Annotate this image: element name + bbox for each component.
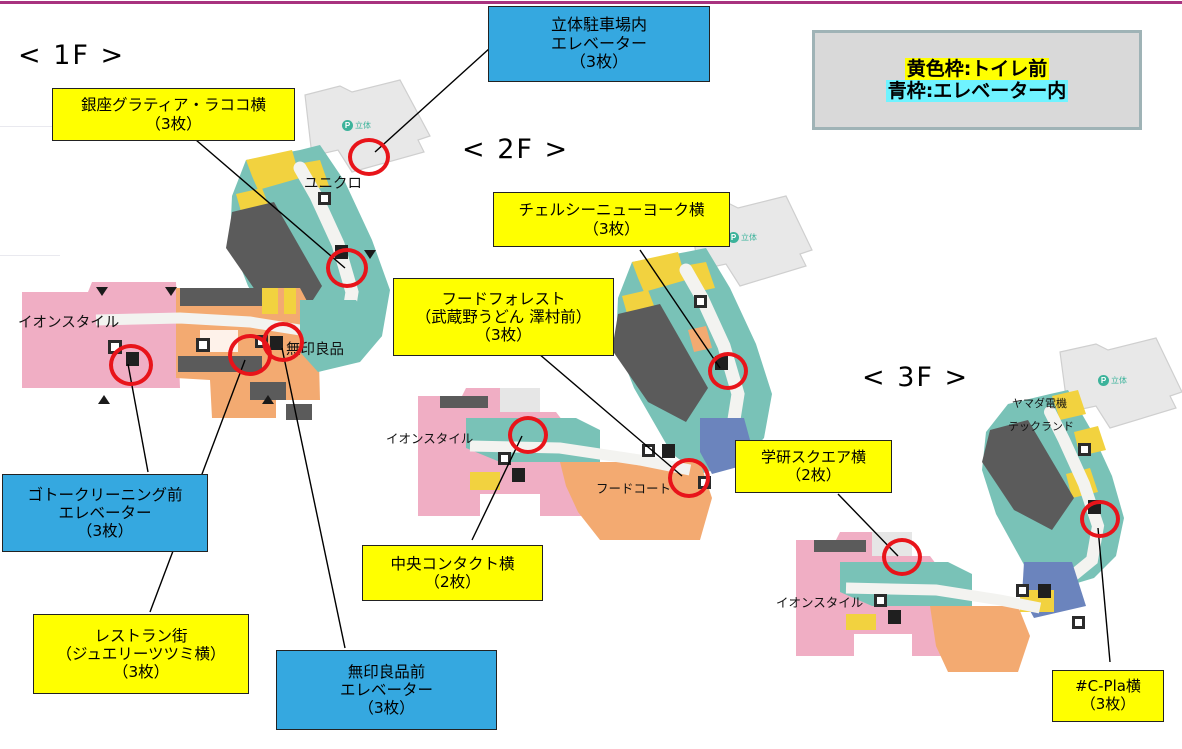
legend-blue-row: 青枠:エレベーター内 (885, 80, 1069, 103)
marker-chuo-contact-2f (508, 416, 548, 454)
floor-title-1f: < 1F > (18, 40, 126, 71)
parking-icon: P (342, 120, 353, 131)
parking-icon: P (728, 232, 739, 243)
callout-line: （2枚） (424, 573, 481, 591)
callout-line: 学研スクエア横 (760, 447, 866, 466)
parking-badge-2f: P 立体 (728, 232, 757, 243)
callout-food-forest[interactable]: フードフォレスト （武蔵野うどん 澤村前） （3枚） (393, 278, 614, 356)
callout-line: （3枚） (358, 699, 415, 718)
marker-parking-ev-1f (348, 138, 390, 176)
store-label-aeon-2f: イオンスタイル (386, 431, 474, 446)
callout-parking-ev[interactable]: 立体駐車場内 エレベーター （3枚） (488, 6, 710, 82)
callout-line: エレベーター (550, 33, 647, 53)
store-label-yamada-3f-line2: テックランド (1008, 420, 1074, 433)
marker-food-forest-2f (668, 458, 710, 498)
callout-line: （武蔵野うどん 澤村前） (415, 307, 592, 326)
callout-line: エレベーター (339, 680, 433, 699)
store-label-aeon-1f: イオンスタイル (18, 315, 120, 331)
callout-line: 立体駐車場内 (550, 14, 647, 34)
callout-gakken-square[interactable]: 学研スクエア横 （2枚） (735, 440, 892, 493)
store-label-aeon-3f: イオンスタイル (776, 595, 864, 610)
floor-title-3f: < 3F > (862, 362, 970, 393)
callout-line: （3枚） (583, 219, 640, 238)
legend-yellow-row: 黄色枠:トイレ前 (904, 57, 1050, 80)
callout-line: （3枚） (145, 114, 202, 133)
callout-restaurant-gai[interactable]: レストラン街 （ジュエリーツツミ横） （3枚） (33, 614, 249, 694)
marker-goto-cleaning-1f (109, 344, 153, 386)
callout-chelsea-ny[interactable]: チェルシーニューヨーク横 （3枚） (493, 192, 730, 247)
callout-line: （2枚） (786, 465, 841, 484)
callout-ginza-gratia[interactable]: 銀座グラティア・ラココ横 （3枚） (52, 88, 295, 141)
callout-line: （3枚） (475, 326, 532, 345)
marker-gakken-square-3f (882, 538, 922, 576)
marker-c-pla-3f (1080, 500, 1120, 538)
callout-line: （3枚） (569, 52, 629, 72)
top-rule-decoration (0, 0, 1182, 5)
callout-line: エレベーター (58, 503, 152, 522)
callout-line: ゴトークリーニング前 (27, 485, 183, 504)
parking-badge-label: 立体 (741, 233, 757, 242)
callout-line: 中央コンタクト横 (390, 554, 515, 573)
store-label-uniqlo-1f: ユニクロ (304, 176, 362, 192)
map-3f (796, 337, 1182, 672)
callout-c-pla[interactable]: #C-Pla横 （3枚） (1052, 670, 1164, 722)
parking-badge-3f: P 立体 (1098, 375, 1127, 386)
marker-ginza-gratia-1f (326, 248, 368, 288)
callout-line: #C-Pla横 (1075, 677, 1141, 696)
marker-muji-ev-1f (262, 322, 304, 362)
store-label-yamada-3f-line1: ヤマダ電機 (1012, 397, 1067, 410)
parking-badge-label: 立体 (355, 121, 371, 130)
parking-icon: P (1098, 375, 1109, 386)
callout-chuo-contact[interactable]: 中央コンタクト横 （2枚） (362, 545, 543, 601)
parking-badge-1f: P 立体 (342, 120, 371, 131)
callout-muji-ev[interactable]: 無印良品前 エレベーター （3枚） (276, 650, 497, 730)
marker-chelsea-ny-2f (708, 352, 748, 390)
floor-title-2f: < 2F > (462, 134, 570, 165)
callout-line: レストラン街 (94, 626, 188, 645)
callout-line: （3枚） (1080, 695, 1136, 713)
guide-line (0, 255, 60, 256)
callout-line: チェルシーニューヨーク横 (518, 201, 705, 220)
callout-line: （3枚） (112, 663, 170, 682)
callout-line: （3枚） (76, 522, 134, 541)
legend-box: 黄色枠:トイレ前 青枠:エレベーター内 (812, 30, 1142, 130)
callout-goto-cleaning[interactable]: ゴトークリーニング前 エレベーター （3枚） (2, 474, 208, 552)
callout-line: 無印良品前 (347, 662, 426, 681)
callout-line: （ジュエリーツツミ横） (56, 644, 226, 663)
store-label-foodcourt-2f: フードコート (596, 481, 672, 496)
callout-line: フードフォレスト (441, 289, 566, 308)
callout-line: 銀座グラティア・ラココ横 (80, 96, 267, 115)
parking-badge-label: 立体 (1111, 376, 1127, 385)
